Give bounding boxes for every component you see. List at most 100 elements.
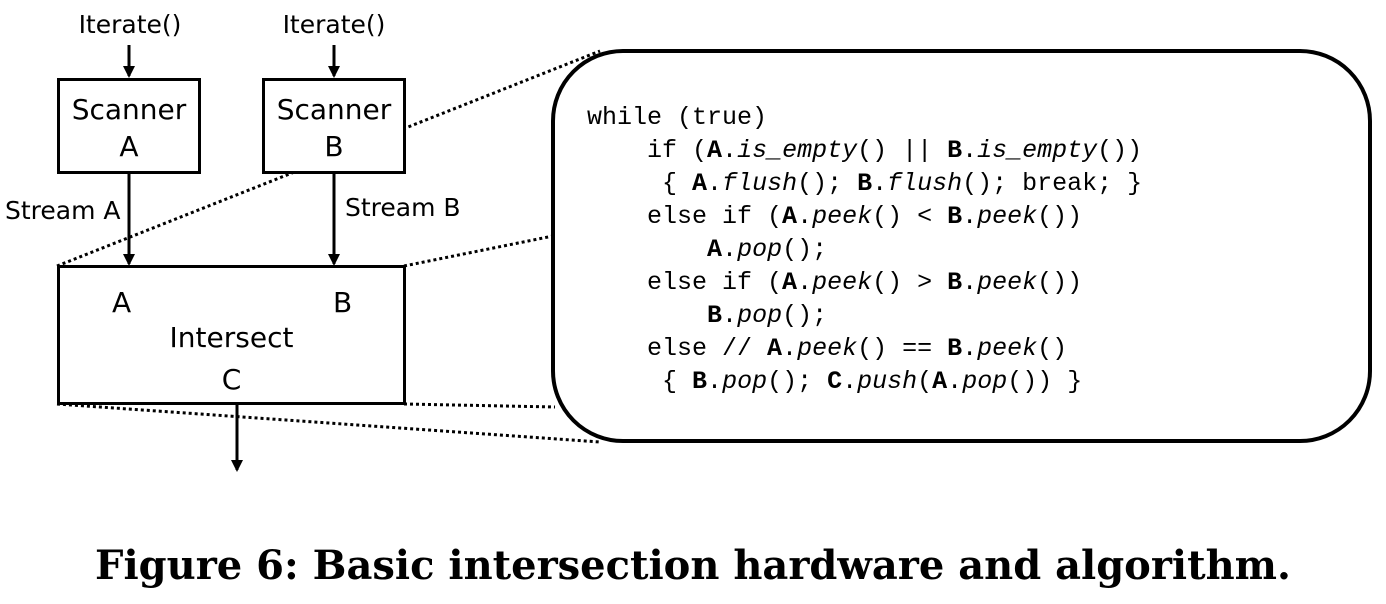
algorithm-code-panel: while (true) if (A.is_empty() || B.is_em… — [551, 49, 1372, 443]
intersect-box: A B Intersect C — [57, 265, 406, 405]
code-text: ( — [917, 367, 933, 396]
intersect-port-b: B — [333, 286, 353, 319]
code-line: B.pop(); — [587, 299, 1142, 332]
zoom-line-bottom-right — [403, 402, 556, 409]
scanner-b-box: Scanner B — [262, 78, 406, 174]
code-method: peek — [812, 268, 873, 297]
code-line: else if (A.peek() < B.peek()) — [587, 200, 1142, 233]
code-variable: B — [947, 268, 963, 297]
code-method: peek — [977, 268, 1038, 297]
code-text: . — [707, 367, 723, 396]
code-text: () > — [872, 268, 948, 297]
intersect-title: Intersect — [169, 321, 294, 354]
code-text: () < — [872, 202, 948, 231]
code-text: (); — [767, 367, 828, 396]
code-variable: B — [692, 367, 708, 396]
code-text: . — [962, 136, 978, 165]
code-text: else if ( — [587, 202, 783, 231]
code-method: pop — [737, 235, 783, 264]
scanner-b-title: Scanner — [276, 93, 392, 126]
code-method: peek — [797, 334, 858, 363]
code-variable: C — [827, 367, 843, 396]
code-text: . — [707, 169, 723, 198]
algorithm-code: while (true) if (A.is_empty() || B.is_em… — [587, 101, 1142, 398]
code-variable: A — [707, 136, 723, 165]
code-text: { — [587, 169, 693, 198]
code-line: while (true) — [587, 101, 1142, 134]
code-text: . — [962, 268, 978, 297]
code-line: A.pop(); — [587, 233, 1142, 266]
code-method: peek — [812, 202, 873, 231]
iterate-b-label: Iterate() — [282, 10, 386, 39]
code-method: push — [857, 367, 918, 396]
code-text: (); — [782, 235, 828, 264]
zoom-line-top-left — [56, 49, 601, 268]
code-line: else // A.peek() == B.peek() — [587, 332, 1142, 365]
code-text: (); — [797, 169, 858, 198]
code-text: () — [1037, 334, 1068, 363]
code-method: is_empty — [737, 136, 858, 165]
intersect-port-a: A — [112, 286, 132, 319]
code-variable: A — [767, 334, 783, 363]
scanner-b-id: B — [324, 130, 344, 163]
code-method: flush — [722, 169, 798, 198]
code-variable: B — [707, 301, 723, 330]
code-text — [587, 235, 707, 264]
iterate-a-label: Iterate() — [78, 10, 182, 39]
code-variable: A — [707, 235, 723, 264]
code-variable: B — [947, 202, 963, 231]
code-variable: A — [692, 169, 708, 198]
code-variable: B — [857, 169, 873, 198]
code-text: (); — [782, 301, 828, 330]
code-text: else // — [587, 334, 768, 363]
code-text: . — [722, 301, 738, 330]
code-method: pop — [962, 367, 1008, 396]
code-text: if ( — [587, 136, 708, 165]
code-text: . — [722, 235, 738, 264]
code-text: while (true) — [587, 103, 768, 132]
code-text: . — [962, 334, 978, 363]
code-method: flush — [887, 169, 963, 198]
zoom-line-top-right — [403, 234, 554, 268]
code-variable: B — [947, 136, 963, 165]
code-text: . — [842, 367, 858, 396]
figure-caption: Figure 6: Basic intersection hardware an… — [95, 542, 1291, 589]
scanner-a-title: Scanner — [71, 93, 187, 126]
code-method: pop — [737, 301, 783, 330]
zoom-line-bottom-left — [56, 402, 601, 444]
code-text: ()) — [1037, 268, 1083, 297]
code-method: pop — [722, 367, 768, 396]
code-text: { — [587, 367, 693, 396]
code-method: peek — [977, 334, 1038, 363]
code-text: . — [872, 169, 888, 198]
code-text: ()) — [1037, 202, 1083, 231]
code-text: . — [722, 136, 738, 165]
code-variable: A — [932, 367, 948, 396]
code-line: { B.pop(); C.push(A.pop()) } — [587, 365, 1142, 398]
code-text: () == — [857, 334, 948, 363]
code-variable: A — [782, 202, 798, 231]
code-text: . — [797, 268, 813, 297]
code-text: else if ( — [587, 268, 783, 297]
code-variable: B — [947, 334, 963, 363]
code-text: ()) } — [1007, 367, 1083, 396]
intersect-port-c: C — [221, 363, 242, 396]
code-method: is_empty — [977, 136, 1098, 165]
scanner-a-box: Scanner A — [57, 78, 201, 174]
code-text: . — [797, 202, 813, 231]
code-text: () || — [857, 136, 948, 165]
code-text: . — [962, 202, 978, 231]
code-line: { A.flush(); B.flush(); break; } — [587, 167, 1142, 200]
code-line: if (A.is_empty() || B.is_empty()) — [587, 134, 1142, 167]
stream-a-label: Stream A — [5, 196, 121, 225]
stream-b-label: Stream B — [345, 193, 461, 222]
code-text: (); break; } — [962, 169, 1143, 198]
code-method: peek — [977, 202, 1038, 231]
code-text: ()) — [1097, 136, 1143, 165]
code-text: . — [782, 334, 798, 363]
code-variable: A — [782, 268, 798, 297]
code-text: . — [947, 367, 963, 396]
code-line: else if (A.peek() > B.peek()) — [587, 266, 1142, 299]
scanner-a-id: A — [119, 130, 139, 163]
